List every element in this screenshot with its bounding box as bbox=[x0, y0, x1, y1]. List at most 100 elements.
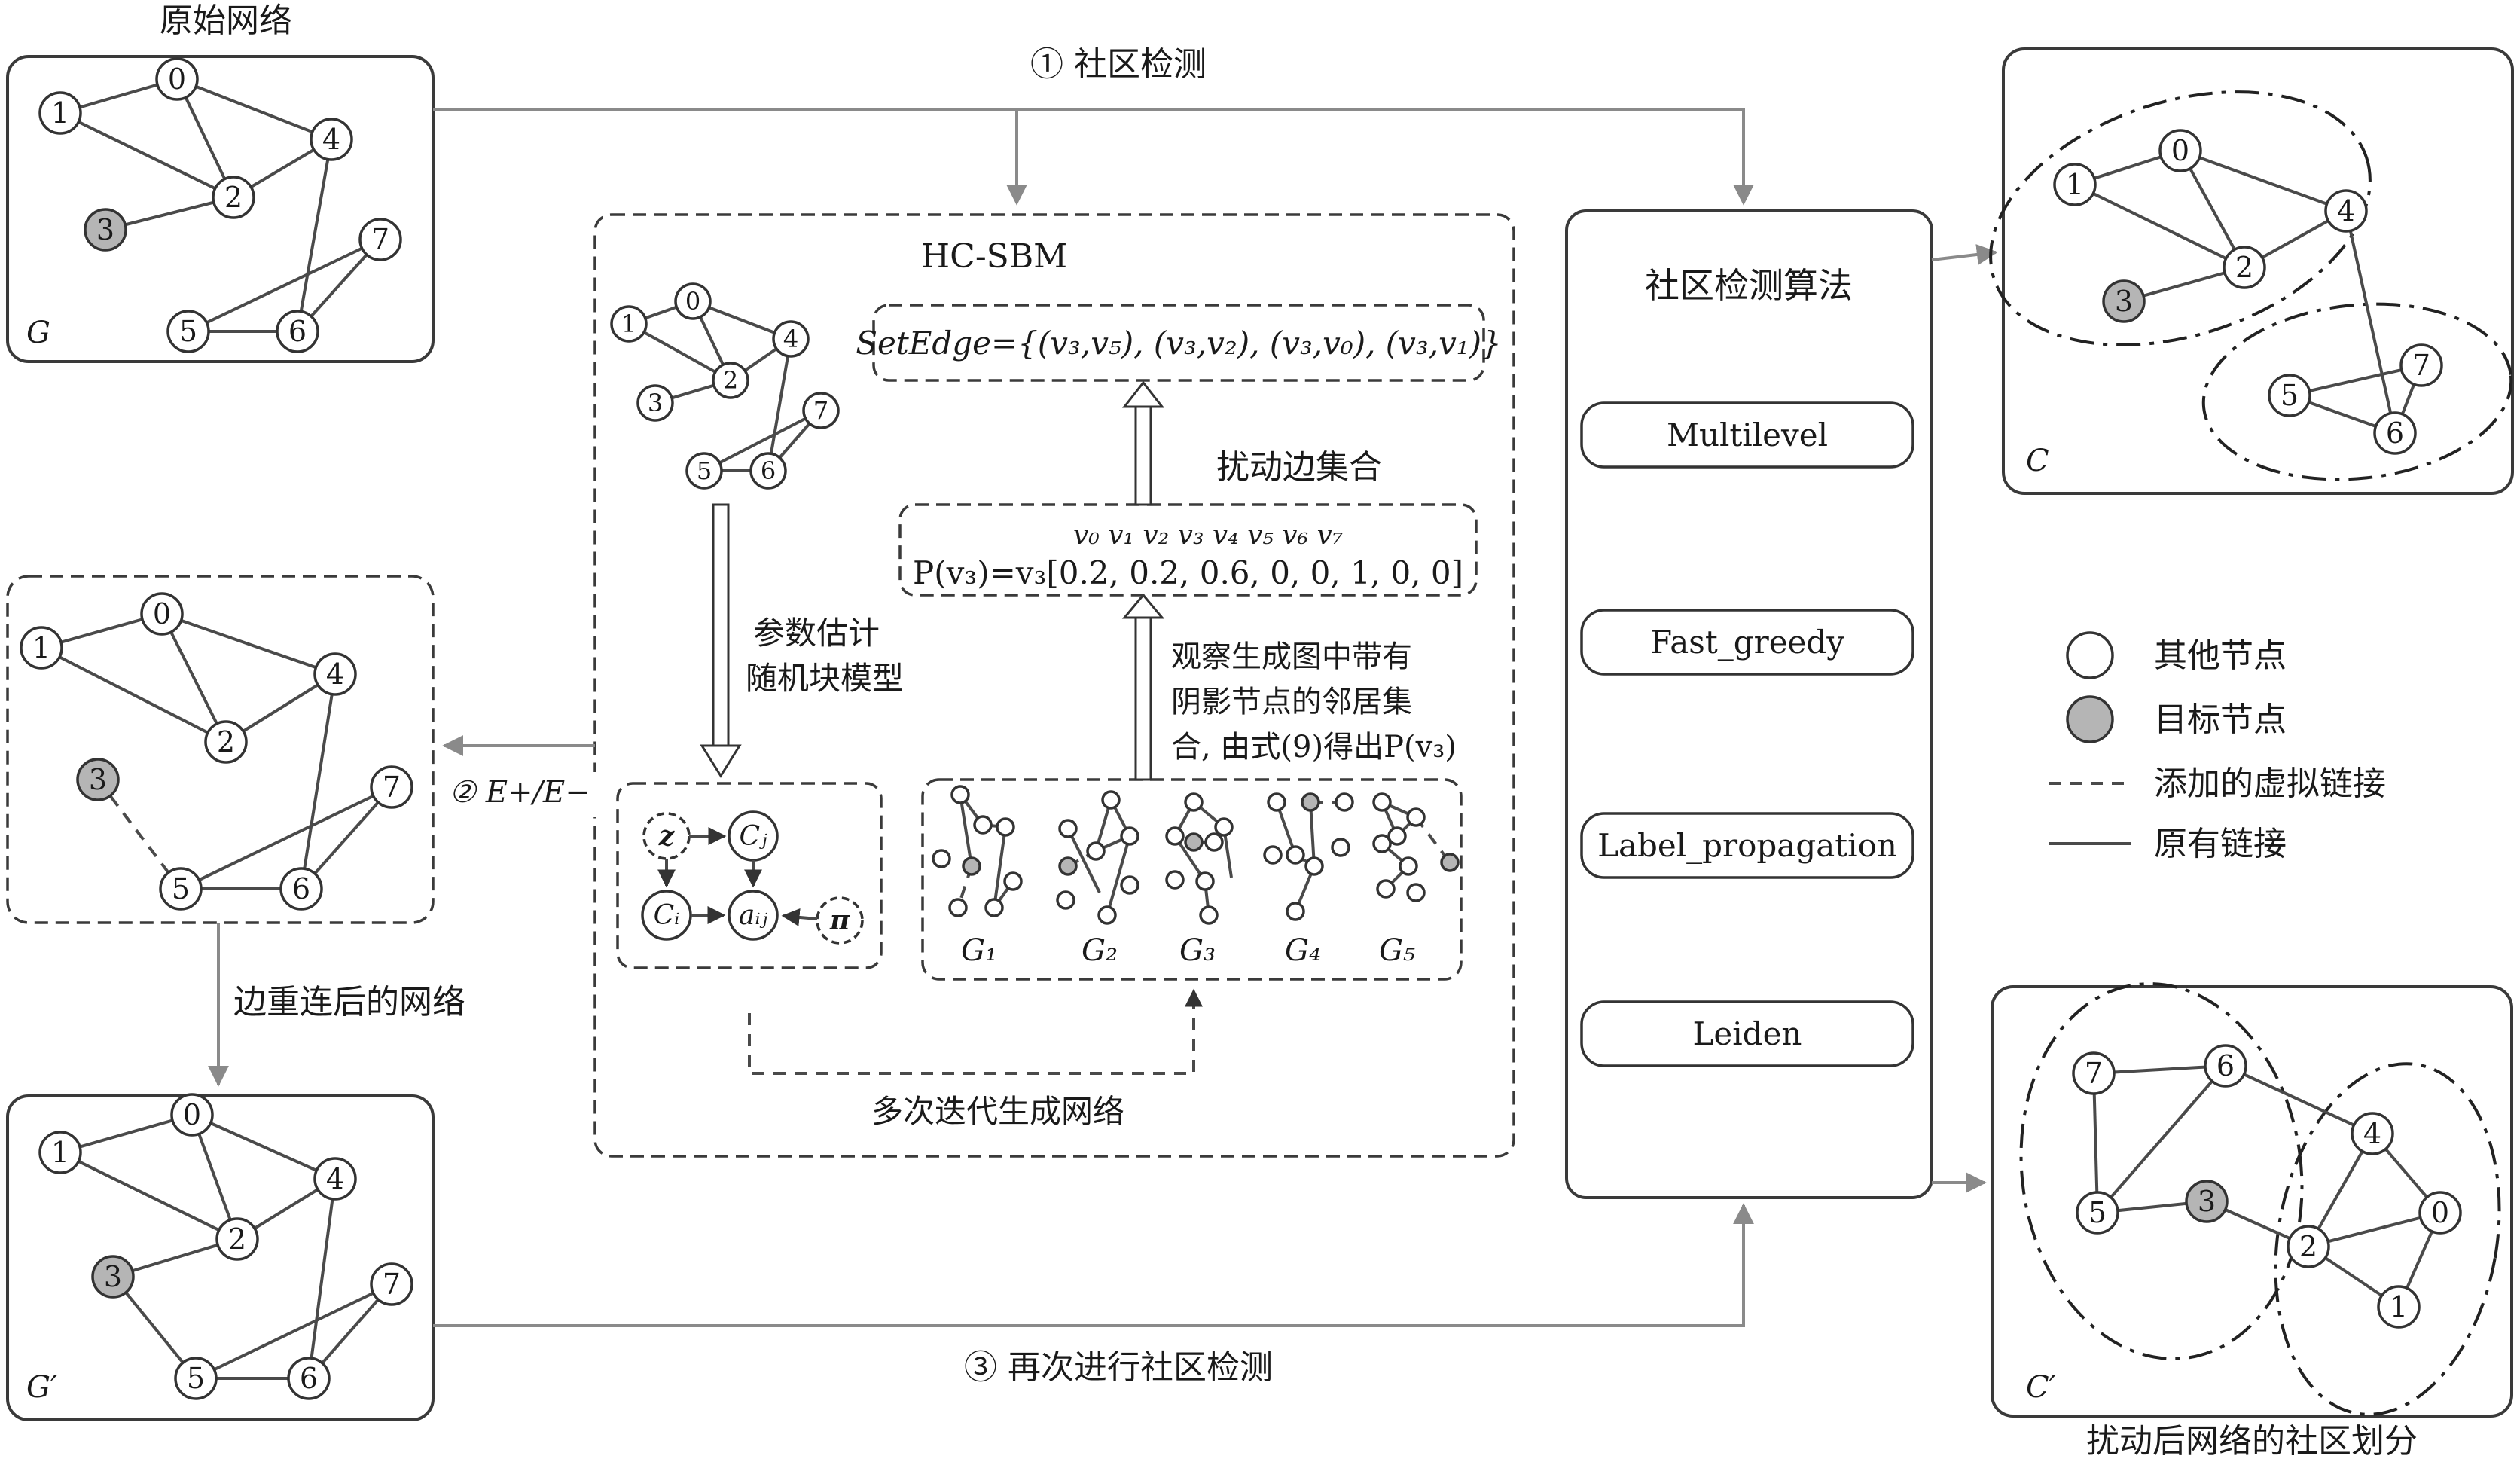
probability-header: v₀ v₁ v₂ v₃ v₄ v₅ v₆ v₇ bbox=[1073, 520, 1343, 551]
original-network-graph: 0 1 2 3 4 5 6 7 bbox=[38, 57, 402, 353]
hcsbm-node-0 bbox=[674, 282, 712, 320]
perturbed-node-label-1: 1 bbox=[32, 631, 50, 664]
hcsbm-node-label-2: 2 bbox=[723, 366, 738, 395]
perturbed-node-label-4: 4 bbox=[326, 658, 344, 691]
original-network-title: 原始网络 bbox=[160, 2, 292, 40]
generated-graph-g1 bbox=[932, 785, 1023, 917]
setedge-box bbox=[872, 304, 1485, 382]
perturbed-node-label-6: 6 bbox=[292, 872, 310, 905]
generated-graphs-box bbox=[921, 778, 1463, 981]
perturbed-node-label-7: 7 bbox=[383, 771, 401, 804]
generated-graph-label-g5: G₅ bbox=[1379, 933, 1415, 968]
perturb-set-label: 扰动边集合 bbox=[1216, 448, 1382, 487]
generated-graph-g4 bbox=[1263, 792, 1354, 921]
algorithm-fast-greedy bbox=[1580, 609, 1914, 676]
algorithm-leiden bbox=[1580, 1000, 1914, 1067]
rewired-network-graph: 0 1 2 3 4 5 6 7 bbox=[38, 1093, 413, 1400]
community-cp-node-label-6: 6 bbox=[2216, 1049, 2235, 1082]
probability-arrow bbox=[1121, 593, 1165, 781]
community-c-graph: 0 1 2 3 4 5 6 7 bbox=[1989, 90, 2513, 481]
perturbed-node-label-0: 0 bbox=[153, 597, 171, 630]
rewired-node-label-2: 2 bbox=[228, 1222, 246, 1256]
rewired-label: 边重连后的网络 bbox=[233, 983, 465, 1021]
generated-graph-label-g1: G₁ bbox=[961, 933, 997, 968]
result-caption: 扰动后网络的社区划分 bbox=[2086, 1422, 2418, 1460]
node-2 bbox=[212, 176, 255, 219]
sbm-model-graph: z Cⱼ Cᵢ aᵢⱼ π bbox=[641, 810, 864, 945]
algorithm-list: Multilevel Fast_greedy Label_propagation… bbox=[1580, 401, 1914, 1067]
output-arrow-c bbox=[1931, 244, 1998, 265]
hcsbm-node-6 bbox=[749, 452, 787, 490]
node-label-7: 7 bbox=[371, 223, 389, 256]
observe-label-2: 阴影节点的邻居集 bbox=[1171, 685, 1412, 719]
node-label-2: 2 bbox=[224, 181, 243, 214]
legend-other-node-icon bbox=[2066, 631, 2114, 679]
hcsbm-node-label-0: 0 bbox=[685, 287, 700, 316]
legend-target-node: 目标节点 bbox=[2154, 700, 2287, 739]
legend-original-link: 原有链接 bbox=[2154, 825, 2287, 863]
community-cp-node-label-5: 5 bbox=[2088, 1196, 2107, 1229]
hcsbm-title: HC-SBM bbox=[921, 237, 1067, 276]
graph-label-g: G bbox=[26, 316, 50, 350]
param-estimation-arrow bbox=[700, 503, 742, 778]
community-cp-node-label-1: 1 bbox=[2390, 1290, 2408, 1323]
hcsbm-node-label-1: 1 bbox=[621, 310, 636, 338]
rewired-node-label-5: 5 bbox=[187, 1362, 205, 1395]
legend: 其他节点 目标节点 添加的虚拟链接 原有链接 bbox=[2049, 631, 2386, 863]
node-label-3: 3 bbox=[96, 213, 114, 246]
community-c-node-label-2: 2 bbox=[2235, 251, 2253, 284]
community-c-node-label-5: 5 bbox=[2281, 379, 2299, 412]
perturbed-node-label-5: 5 bbox=[172, 872, 190, 905]
hcsbm-node-label-3: 3 bbox=[648, 389, 663, 417]
node-label-1: 1 bbox=[51, 96, 69, 130]
step1-arrow-line bbox=[433, 108, 1754, 206]
community-cp-node-label-7: 7 bbox=[2085, 1057, 2103, 1090]
legend-other-node: 其他节点 bbox=[2154, 636, 2287, 675]
node-3 bbox=[84, 208, 127, 252]
community-c-node-label-0: 0 bbox=[2171, 134, 2189, 167]
node-label-4: 4 bbox=[322, 123, 340, 156]
model-label-z: z bbox=[658, 820, 676, 852]
hcsbm-node-label-7: 7 bbox=[813, 396, 828, 425]
rewired-node-label-0: 0 bbox=[183, 1098, 201, 1131]
hcsbm-node-label-6: 6 bbox=[761, 456, 776, 485]
node-6 bbox=[276, 310, 319, 353]
node-5 bbox=[166, 310, 210, 353]
hcsbm-node-5 bbox=[685, 452, 723, 490]
generated-graph-label-g2: G₂ bbox=[1082, 933, 1118, 968]
perturbed-node-label-3: 3 bbox=[89, 763, 107, 796]
graph-label-cp: C′ bbox=[2026, 1370, 2056, 1405]
step3-label: ③ 再次进行社区检测 bbox=[964, 1348, 1273, 1387]
observe-label-1: 观察生成图中带有 bbox=[1171, 639, 1412, 674]
algorithm-label-multilevel: Multilevel bbox=[1667, 417, 1828, 453]
community-cp-graph: 7 6 5 3 4 2 0 1 bbox=[2019, 982, 2501, 1416]
graph-label-gp: G′ bbox=[26, 1370, 57, 1405]
perturbed-network-graph: 0 1 2 3 4 5 6 7 bbox=[20, 592, 413, 911]
node-label-6: 6 bbox=[288, 315, 307, 348]
community-c-node-label-4: 4 bbox=[2337, 194, 2355, 227]
algorithm-label-fast-greedy: Fast_greedy bbox=[1650, 624, 1844, 661]
algorithm-multilevel bbox=[1580, 401, 1914, 469]
algorithm-label-propagation bbox=[1580, 812, 1914, 879]
iteration-loop bbox=[748, 988, 1203, 1075]
generated-graph-label-g3: G₃ bbox=[1179, 933, 1216, 968]
hcsbm-node-2 bbox=[712, 362, 749, 399]
generated-graph-g2 bbox=[1056, 790, 1139, 925]
perturbed-node-label-2: 2 bbox=[217, 725, 235, 758]
community-c-node-label-6: 6 bbox=[2386, 417, 2404, 450]
iterate-label: 多次迭代生成网络 bbox=[871, 1093, 1124, 1130]
model-node-aij bbox=[728, 890, 779, 941]
rewired-node-label-1: 1 bbox=[51, 1136, 69, 1169]
hcsbm-input-graph: 0 1 2 3 4 5 6 7 bbox=[610, 282, 840, 490]
model-label-ci: Cᵢ bbox=[654, 900, 680, 931]
community-cp-node-label-4: 4 bbox=[2363, 1117, 2381, 1150]
legend-target-node-icon bbox=[2066, 695, 2114, 743]
rewired-node-label-7: 7 bbox=[383, 1268, 401, 1301]
hcsbm-node-3 bbox=[636, 384, 674, 422]
node-7 bbox=[358, 218, 402, 261]
community-c-node-label-3: 3 bbox=[2115, 285, 2133, 318]
algorithm-label-label-propagation: Label_propagation bbox=[1597, 827, 1897, 864]
hcsbm-node-label-5: 5 bbox=[697, 456, 712, 485]
community-cp-node-label-2: 2 bbox=[2299, 1230, 2317, 1263]
hcsbm-node-4 bbox=[772, 320, 810, 358]
